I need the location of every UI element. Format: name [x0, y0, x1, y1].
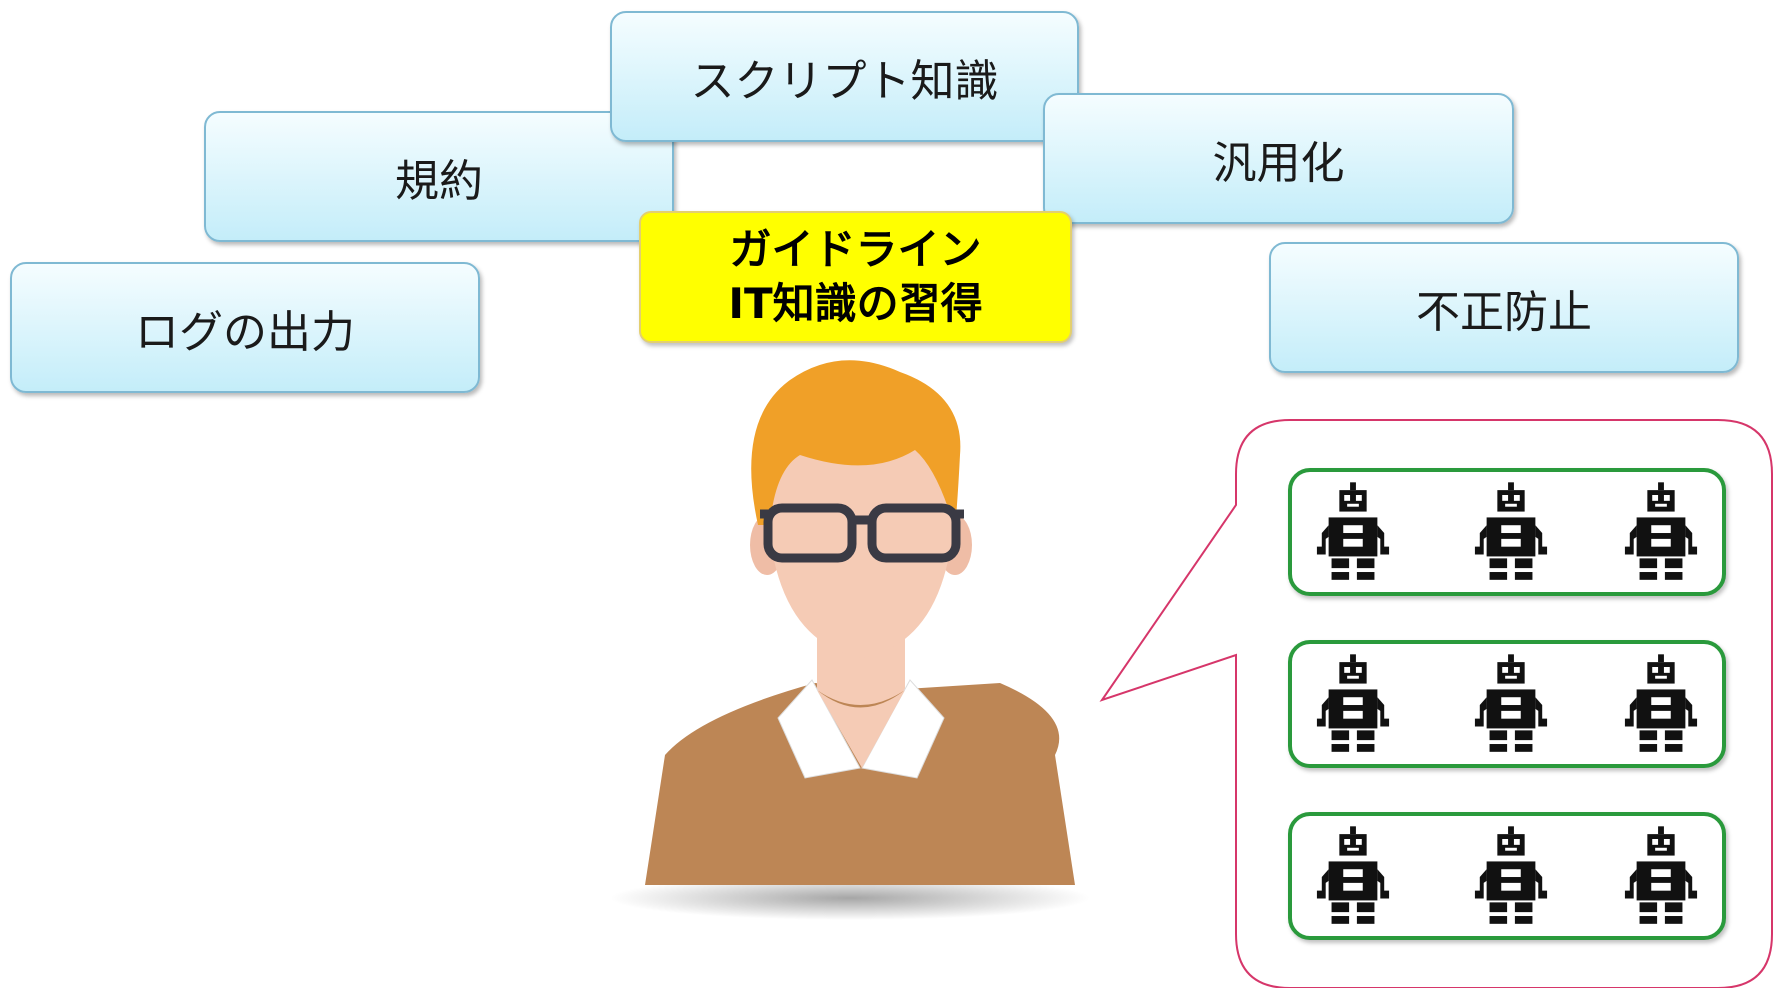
- script-knowledge-label: スクリプト知識: [690, 55, 999, 107]
- rules-label: 規約: [395, 155, 483, 207]
- guideline-line1: ガイドライン: [729, 225, 982, 274]
- robot-icon: [1316, 654, 1390, 752]
- robot-icon: [1316, 482, 1390, 580]
- collar-left: [777, 679, 861, 779]
- person-shadow: [610, 876, 1090, 920]
- robot-icon: [1624, 482, 1698, 580]
- guideline-line2: IT知識の習得: [728, 279, 983, 328]
- script-knowledge-box: スクリプト知識: [610, 11, 1079, 142]
- fraud-prevention-box: 不正防止: [1269, 242, 1739, 373]
- face: [766, 420, 956, 658]
- log-output-box: ログの出力: [10, 262, 480, 393]
- sweater: [645, 683, 1075, 885]
- fraud-prevention-label: 不正防止: [1416, 286, 1592, 338]
- generalization-box: 汎用化: [1043, 93, 1514, 224]
- rules-box: 規約: [204, 111, 674, 242]
- robot-icon: [1624, 826, 1698, 924]
- robot-icon: [1474, 826, 1548, 924]
- hair: [751, 360, 961, 530]
- robot-row-3: [1288, 812, 1726, 940]
- generalization-label: 汎用化: [1212, 137, 1345, 189]
- robot-row-1: [1288, 468, 1726, 596]
- robot-icon: [1474, 482, 1548, 580]
- collar-inner: [817, 690, 905, 768]
- log-output-label: ログの出力: [135, 306, 355, 358]
- robot-icon: [1316, 826, 1390, 924]
- robot-icon: [1624, 654, 1698, 752]
- glasses: [760, 503, 964, 563]
- guideline-label-box: ガイドライン IT知識の習得: [639, 211, 1072, 343]
- robot-row-2: [1288, 640, 1726, 768]
- robot-icon: [1474, 654, 1548, 752]
